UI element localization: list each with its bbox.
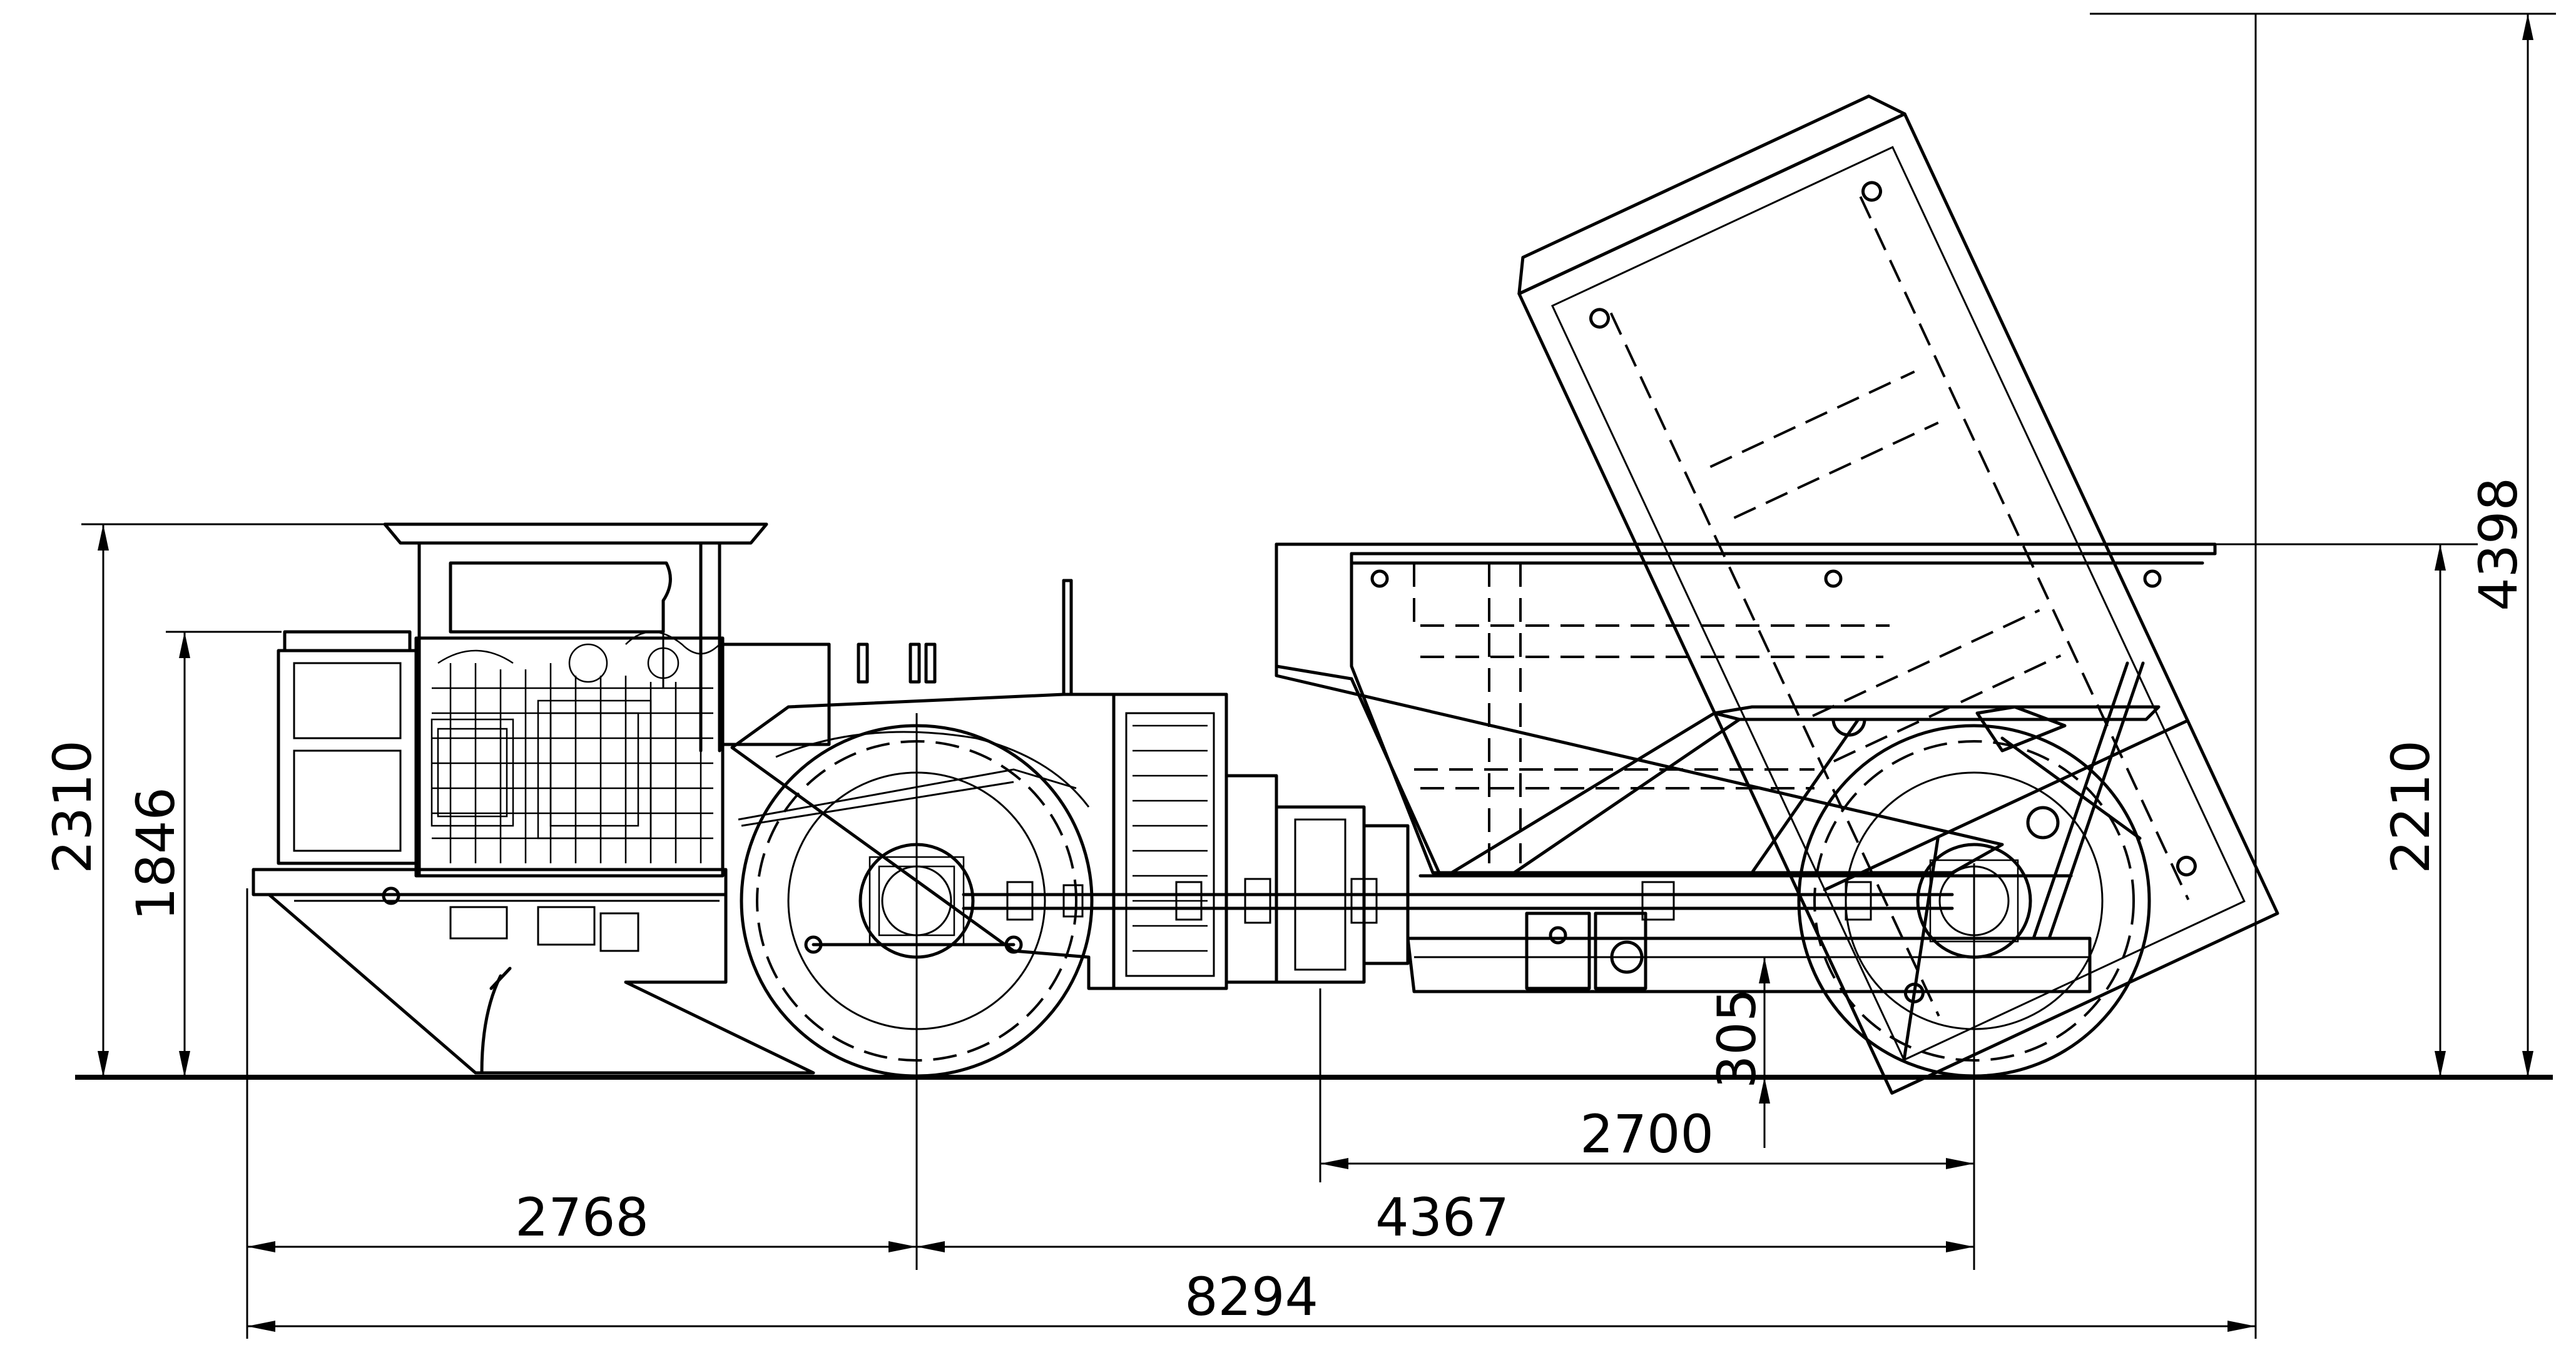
dump-box-lowered bbox=[1275, 542, 2217, 875]
engine-module bbox=[277, 579, 1073, 878]
dim-dump-section bbox=[1320, 1158, 1974, 1169]
dim-height-box bbox=[2215, 543, 2478, 1077]
dim-height-canopy bbox=[81, 523, 388, 1077]
dim-label-8294: 8294 bbox=[1184, 1266, 1318, 1327]
dim-label-1846: 1846 bbox=[125, 787, 186, 921]
dim-label-4367: 4367 bbox=[1375, 1187, 1509, 1248]
dim-label-4398: 4398 bbox=[2468, 477, 2529, 611]
dim-label-2210: 2210 bbox=[2380, 740, 2441, 874]
dim-label-2700: 2700 bbox=[1580, 1104, 1714, 1165]
canopy bbox=[383, 522, 768, 878]
dim-extension-lines bbox=[246, 14, 2257, 1339]
drive-shaft bbox=[962, 878, 1954, 924]
dim-height-raised bbox=[2090, 13, 2556, 1077]
dim-ground-clearance bbox=[1759, 957, 1770, 1148]
front-frame bbox=[252, 868, 815, 1075]
dump-box-raised bbox=[1517, 94, 2279, 1095]
dim-label-2768: 2768 bbox=[515, 1187, 649, 1248]
dim-label-305: 305 bbox=[1706, 988, 1768, 1089]
dim-wheelbase bbox=[917, 1241, 1974, 1252]
dim-front-overhang bbox=[247, 1241, 917, 1252]
dim-total-length bbox=[247, 1321, 2256, 1332]
hoist-cylinder bbox=[2000, 661, 2145, 940]
dim-height-engine bbox=[166, 631, 282, 1077]
dim-label-2310: 2310 bbox=[42, 740, 103, 874]
